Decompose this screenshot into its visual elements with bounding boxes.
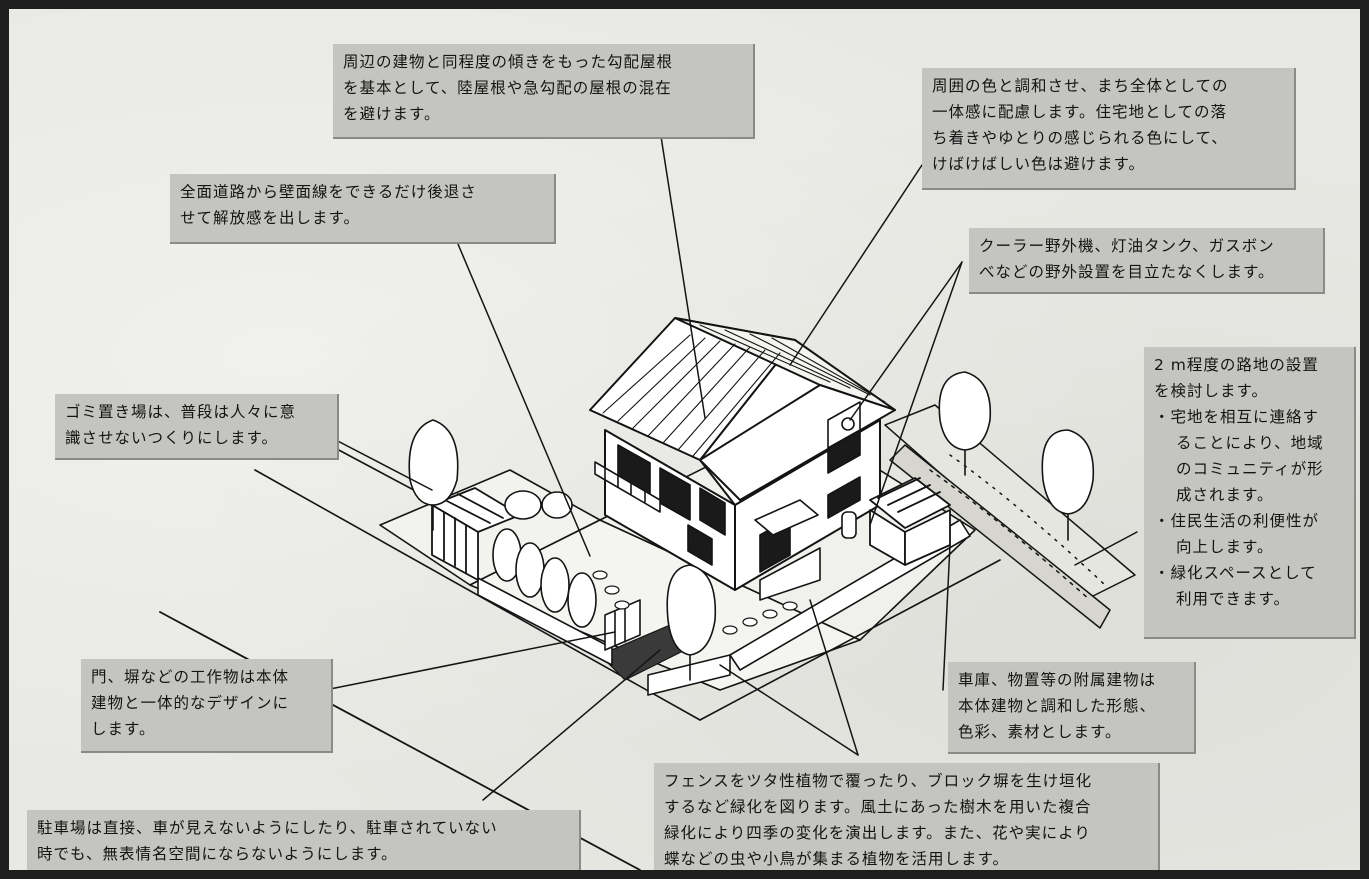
note-alley-bullet: ・住民生活の利便性が bbox=[1154, 512, 1320, 530]
note-garbage: ゴミ置き場は、普段は人々に意 識させないつくりにします。 bbox=[55, 394, 339, 460]
note-roof-line: 周辺の建物と同程度の傾きをもった勾配屋根 bbox=[343, 53, 674, 71]
note-alley-bullet: ・緑化スペースとして bbox=[1154, 564, 1317, 582]
note-roof: 周辺の建物と同程度の傾きをもった勾配屋根 を基本として、陸屋根や急勾配の屋根の混… bbox=[333, 44, 755, 139]
note-garage-line: 車庫、物置等の附属建物は bbox=[958, 671, 1157, 689]
alley-path bbox=[884, 404, 1136, 629]
stepping-stones bbox=[592, 570, 798, 635]
note-alley-bullet: ・宅地を相互に連絡す bbox=[1154, 408, 1320, 426]
note-parking: 駐車場は直接、車が見えないようにしたり、駐車されていない 時でも、無表情名空間に… bbox=[27, 810, 581, 870]
note-parking-line: 駐車場は直接、車が見えないようにしたり、駐車されていない bbox=[37, 819, 498, 837]
note-fence-line: 蝶などの虫や小鳥が集まる植物を活用します。 bbox=[664, 850, 1009, 868]
leader-lines bbox=[324, 129, 1138, 801]
note-garage: 車庫、物置等の附属建物は 本体建物と調和した形態、 色彩、素材とします。 bbox=[948, 662, 1196, 754]
note-alley-line: を検討します。 bbox=[1154, 382, 1268, 400]
note-garbage-line: 識させないつくりにします。 bbox=[65, 429, 278, 447]
note-alley-bullet-cont: 成されます。 bbox=[1176, 486, 1274, 504]
note-gate-line: 門、塀などの工作物は本体 bbox=[91, 668, 290, 686]
note-garage-line: 本体建物と調和した形態、 bbox=[958, 697, 1157, 715]
note-color: 周囲の色と調和させ、まち全体としての 一体感に配慮します。住宅地としての落 ち着… bbox=[922, 68, 1296, 190]
note-gate: 門、塀などの工作物は本体 建物と一体的なデザインに します。 bbox=[81, 659, 333, 753]
note-parking-line: 時でも、無表情名空間にならないようにします。 bbox=[37, 845, 398, 863]
note-outdoor-units-line: べなどの野外設置を目立たなくします。 bbox=[979, 263, 1275, 281]
note-setback-line: 全面道路から壁面線をできるだけ後退さ bbox=[180, 183, 477, 201]
front-gate bbox=[604, 599, 641, 651]
note-garbage-line: ゴミ置き場は、普段は人々に意 bbox=[65, 403, 297, 421]
garbage-enclosure bbox=[431, 487, 521, 581]
note-alley-bullet-cont: ることにより、地域 bbox=[1176, 434, 1324, 452]
note-outdoor-units-line: クーラー野外機、灯油タンク、ガスボン bbox=[979, 237, 1275, 255]
note-roof-line: を基本として、陸屋根や急勾配の屋根の混在 bbox=[343, 79, 672, 97]
note-gate-line: します。 bbox=[91, 720, 156, 738]
note-color-line: 一体感に配慮します。住宅地としての落 bbox=[932, 103, 1227, 121]
note-alley-bullet-cont: 向上します。 bbox=[1176, 538, 1274, 556]
note-fence-line: 緑化により四季の変化を演出します。また、花や実により bbox=[664, 824, 1091, 842]
house-illustration bbox=[159, 129, 1138, 870]
balcony bbox=[594, 461, 661, 513]
note-color-line: 周囲の色と調和させ、まち全体としての bbox=[932, 77, 1229, 95]
note-garage-line: 色彩、素材とします。 bbox=[958, 723, 1122, 741]
note-fence-line: するなど緑化を図ります。風土にあった樹木を用いた複合 bbox=[664, 798, 1092, 816]
outdoor-equipment bbox=[827, 401, 861, 539]
note-alley: 2 m程度の路地の設置 を検討します。 ・宅地を相互に連絡す ることにより、地域… bbox=[1144, 347, 1356, 639]
note-fence: フェンスをツタ性植物で覆ったり、ブロック塀を生け垣化 するなど緑化を図ります。風… bbox=[654, 763, 1160, 870]
note-fence-line: フェンスをツタ性植物で覆ったり、ブロック塀を生け垣化 bbox=[664, 772, 1093, 790]
note-alley-bullet-cont: 利用できます。 bbox=[1176, 590, 1290, 608]
entrance-canopy bbox=[754, 499, 821, 601]
note-alley-bullet-cont: のコミュニティが形 bbox=[1176, 460, 1324, 478]
note-alley-line: 2 m程度の路地の設置 bbox=[1154, 356, 1319, 374]
note-roof-line: を避けます。 bbox=[343, 105, 441, 123]
note-setback-line: せて解放感を出します。 bbox=[180, 209, 360, 227]
note-gate-line: 建物と一体的なデザインに bbox=[91, 694, 290, 712]
storage-shed bbox=[869, 477, 951, 566]
note-color-line: ち着きやゆとりの感じられる色にして、 bbox=[932, 129, 1228, 147]
note-setback: 全面道路から壁面線をできるだけ後退さ せて解放感を出します。 bbox=[170, 174, 556, 244]
trees bbox=[408, 371, 1095, 681]
note-outdoor-units: クーラー野外機、灯油タンク、ガスボン べなどの野外設置を目立たなくします。 bbox=[969, 228, 1325, 294]
note-color-line: けばけばしい色は避けます。 bbox=[932, 155, 1145, 173]
